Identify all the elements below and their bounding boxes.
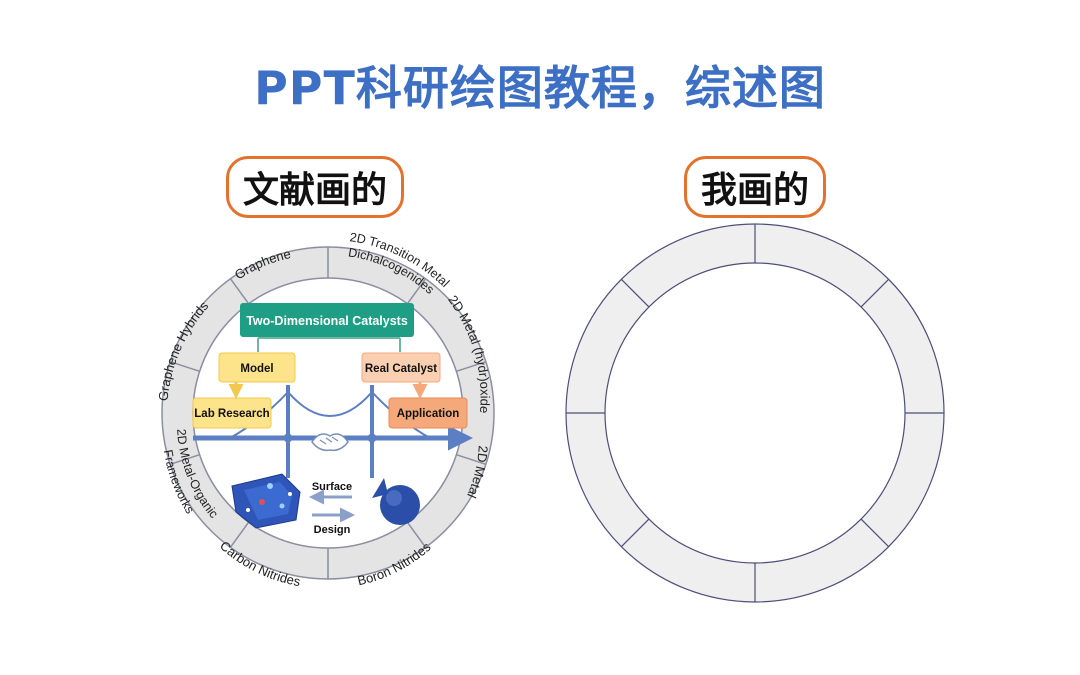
box-model: Model [218, 352, 296, 383]
box-lab-research: Lab Research [192, 397, 272, 429]
my-ring-dividers [566, 224, 944, 602]
ring-divider [620, 518, 650, 548]
my-figure-label: 我画的 [650, 156, 860, 218]
catalyst-sheet-image [231, 473, 301, 529]
ring-divider [169, 454, 200, 466]
box-two-dimensional-catalysts: Two-Dimensional Catalysts [240, 303, 414, 337]
ring-divider [860, 518, 890, 548]
handshake-icon [311, 433, 349, 452]
ring-divider [229, 278, 250, 305]
my-figure-label-text: 我画的 [683, 156, 826, 218]
bridge-cable-main [287, 391, 373, 417]
label-surface: Surface [312, 481, 352, 493]
my-ring [565, 223, 945, 603]
my-ring-inner [604, 262, 906, 564]
ring-divider [456, 454, 487, 466]
ring-divider [406, 521, 427, 548]
ring-divider [620, 278, 650, 308]
box-real-catalyst-label: Real Catalyst [365, 363, 437, 375]
literature-figure-label-text: 文献画的 [225, 156, 404, 218]
ring-divider [406, 278, 427, 305]
center-illustration: Two-Dimensional Catalysts Model Real Cat… [192, 303, 473, 536]
ring-divider [229, 521, 250, 548]
particle-image [372, 478, 420, 525]
ring-dividers [169, 247, 487, 579]
label-design: Design [314, 524, 351, 536]
box-lab-research-label: Lab Research [194, 408, 269, 420]
ring-divider [169, 360, 200, 372]
box-real-catalyst: Real Catalyst [361, 352, 441, 383]
box-model-label: Model [240, 363, 273, 375]
box-application: Application [388, 397, 468, 429]
box-two-dimensional-catalysts-label: Two-Dimensional Catalysts [246, 314, 408, 328]
ring-divider [860, 278, 890, 308]
literature-figure-label: 文献画的 [205, 156, 425, 218]
box-application-label: Application [397, 408, 460, 420]
ring-divider [456, 360, 487, 372]
page-title: PPT科研绘图教程，综述图 [254, 61, 826, 115]
